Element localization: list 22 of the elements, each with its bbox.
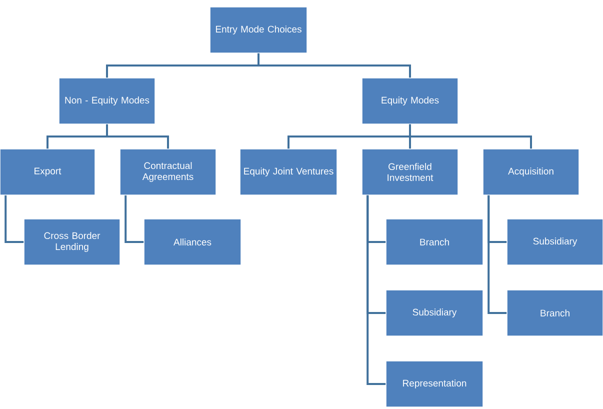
- process-box: Contractual Agreements: [120, 148, 216, 196]
- process-box: Non - Equity Modes: [58, 78, 156, 124]
- connector-line: [409, 124, 532, 149]
- process-box: Entry Mode Choices: [210, 6, 308, 54]
- connector-line: [106, 124, 169, 149]
- connector-line: [4, 195, 24, 243]
- process-box: Subsidiary: [506, 218, 603, 266]
- process-box: Equity Joint Ventures: [240, 148, 338, 196]
- process-box: Cross Border Lending: [24, 218, 120, 266]
- process-box: Equity Modes: [362, 78, 458, 124]
- process-box: Alliances: [144, 218, 242, 266]
- process-box: Acquisition: [482, 148, 580, 196]
- connector-line: [366, 195, 386, 385]
- process-box: Subsidiary: [386, 290, 484, 336]
- connector-line: [258, 53, 411, 78]
- process-box: Representation: [386, 360, 484, 408]
- process-box: Export: [0, 148, 96, 196]
- connector-line: [488, 195, 507, 314]
- process-box: Greenfield Investment: [362, 148, 458, 196]
- process-box: Branch: [386, 218, 484, 266]
- process-box: Branch: [506, 290, 603, 336]
- connector-line: [124, 195, 144, 243]
